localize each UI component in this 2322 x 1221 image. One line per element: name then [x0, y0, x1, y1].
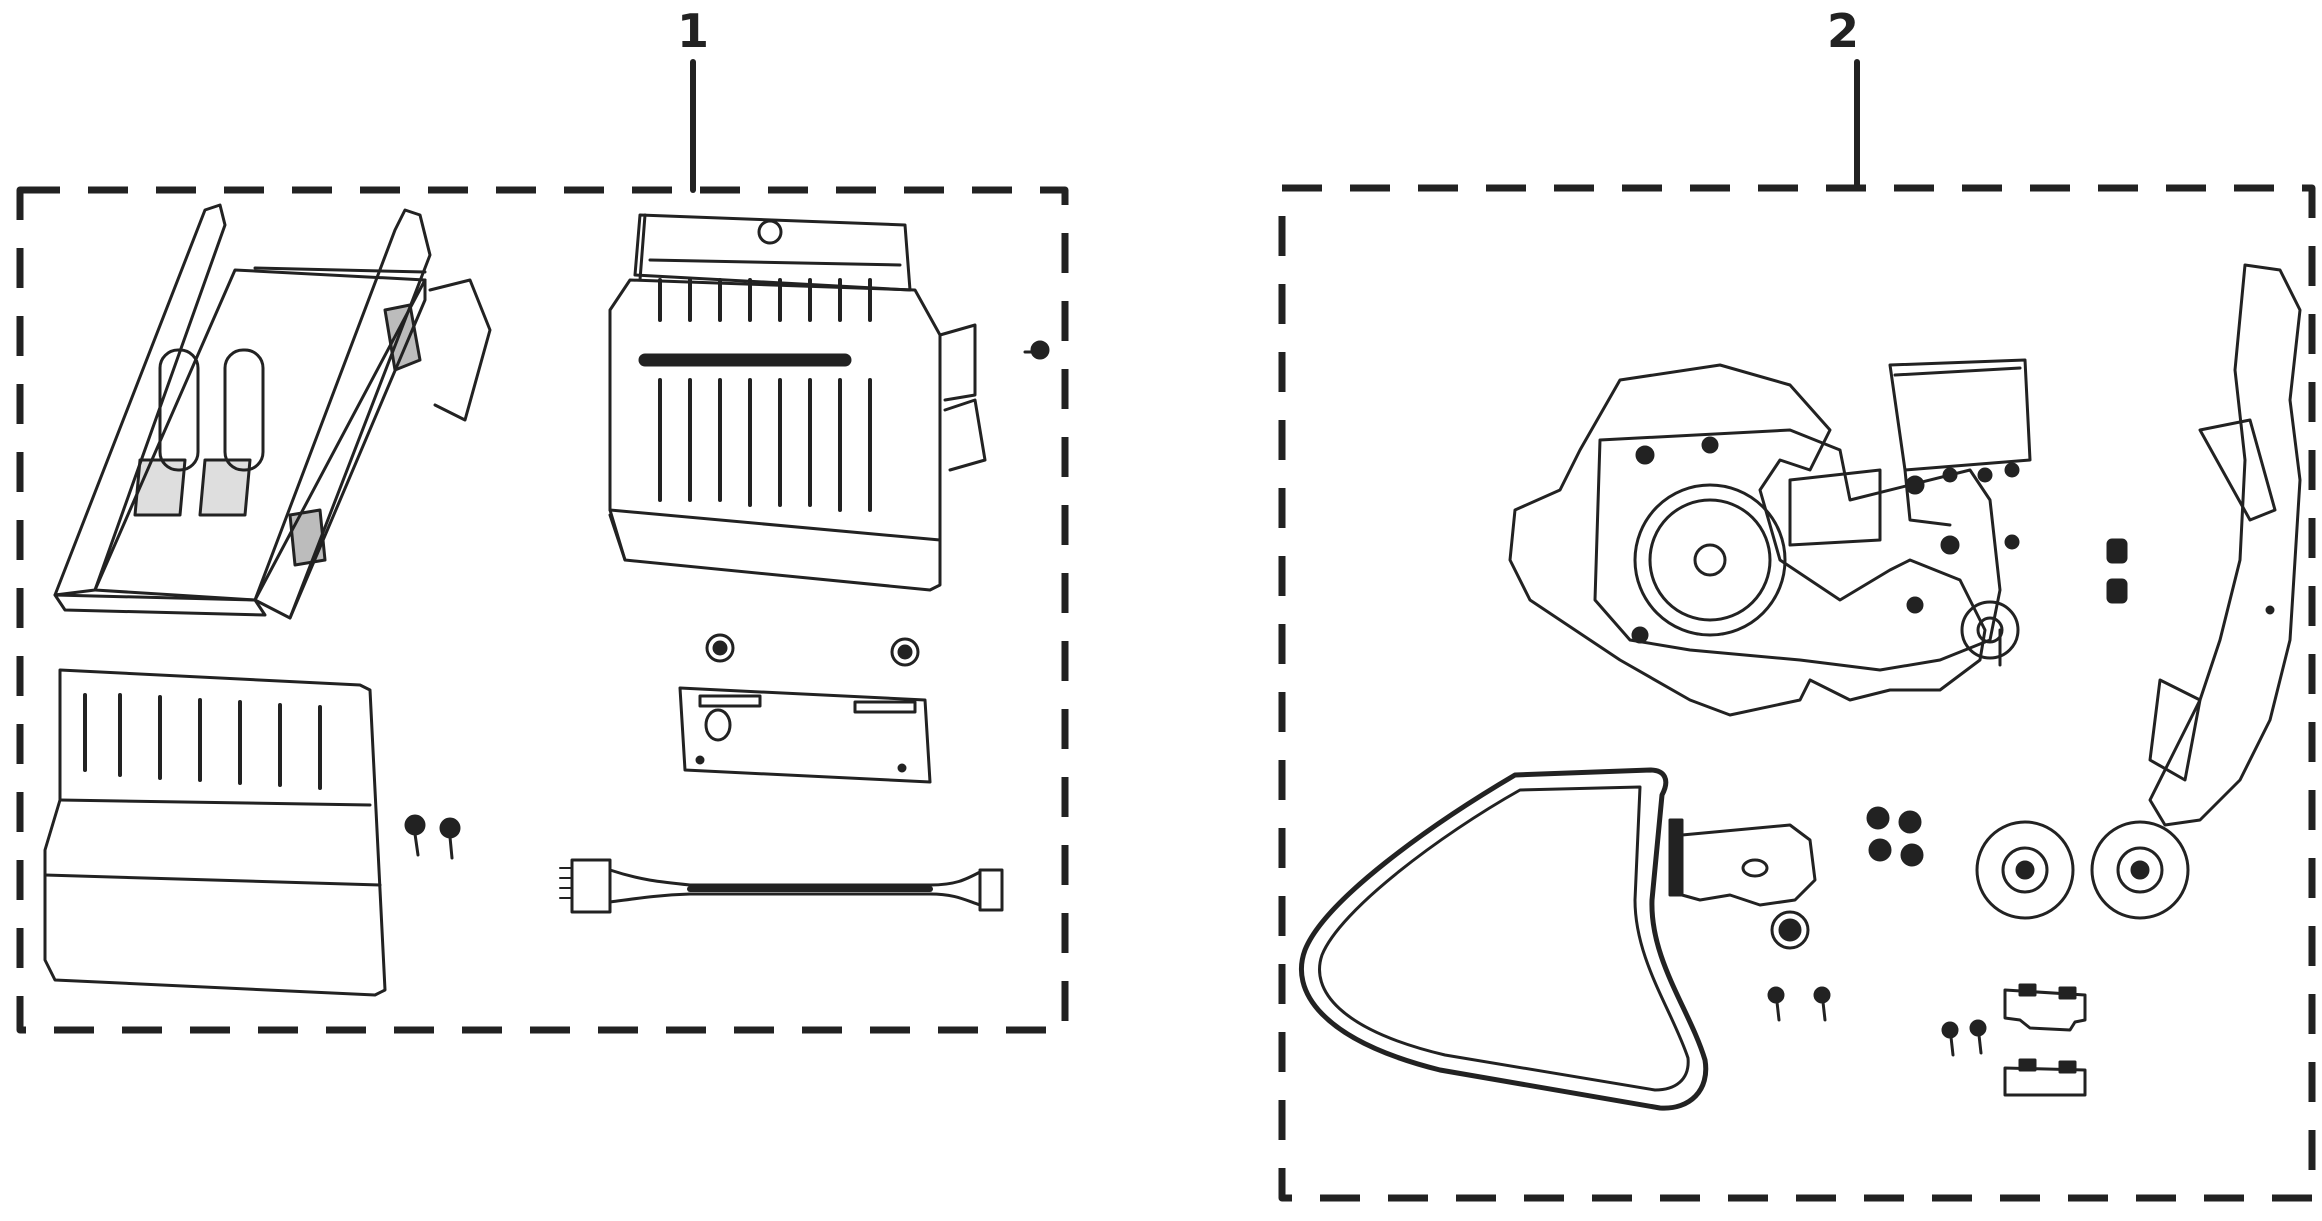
screw-pair-icon — [404, 814, 461, 860]
small-screw-icon — [1023, 340, 1050, 360]
callout-label-1: 1 — [677, 4, 710, 58]
bushing-pair-icon — [2106, 538, 2128, 604]
spindle-hubs-icon — [1975, 820, 2190, 920]
nut-set-icon — [1866, 806, 1924, 867]
callout-label-2: 2 — [1827, 4, 1860, 58]
wire-harness-icon — [559, 858, 1004, 914]
rewind-mechanism-icon — [1508, 358, 2032, 717]
peel-guide-bracket-icon — [2148, 263, 2302, 827]
cutter-assembly-icon — [608, 213, 987, 592]
screw-set-icon — [1767, 986, 1987, 1057]
group-1-boundary — [16, 186, 1069, 1034]
front-cover-icon — [43, 668, 387, 997]
standoff-pair-icon — [705, 633, 920, 667]
mounting-plate-icon — [678, 686, 932, 784]
media-tray-icon — [53, 203, 492, 620]
drive-belt-icon — [1299, 767, 1709, 1111]
clip-set-icon — [2003, 983, 2087, 1097]
group-2-boundary — [1278, 184, 2316, 1202]
idler-bracket-icon — [1668, 818, 1817, 950]
